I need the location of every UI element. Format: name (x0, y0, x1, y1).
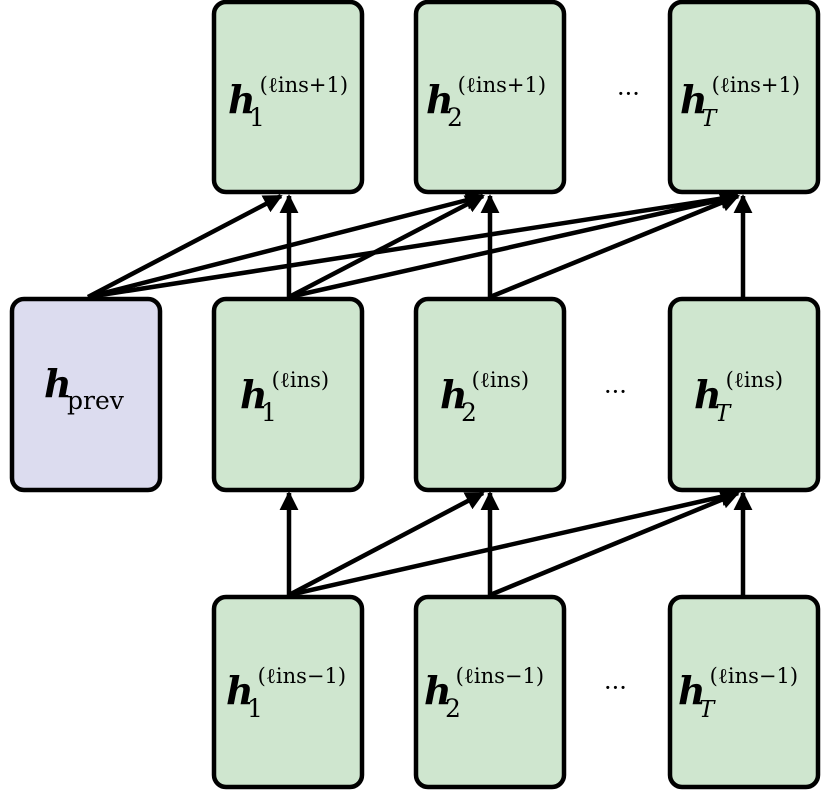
node-bot-2: h (ℓins−1) 2 (413, 594, 567, 790)
ellipsis-bot: ··· (604, 674, 627, 702)
edge-prev-to-topT (87, 189, 740, 300)
node-top-T-sup: (ℓins+1) (712, 73, 800, 97)
node-mid-2-base: h (440, 372, 468, 417)
node-mid-T-base: h (694, 372, 722, 417)
node-mid-2-sup: (ℓins) (472, 368, 529, 392)
edge-bot1-to-mid2 (287, 491, 485, 597)
ellipsis-top: ··· (617, 80, 640, 108)
node-prev-sub: prev (67, 386, 125, 415)
node-bot-T-sub: T (699, 697, 716, 723)
svg-text:h (ℓins+1): h (ℓins+1) (426, 73, 546, 122)
edge-mid1-to-topT (288, 190, 740, 300)
node-mid-T: h (ℓins) T (667, 296, 821, 493)
node-bot-T-sup: (ℓins−1) (710, 664, 798, 688)
edge-bot2-to-midT (489, 490, 740, 598)
edges (86, 189, 753, 598)
node-prev-base: h (44, 361, 72, 406)
node-top-T-base: h (680, 77, 708, 122)
node-bot-1-sub: 1 (247, 694, 263, 723)
node-bot-1-sup: (ℓins−1) (258, 664, 346, 688)
node-mid-T-sup: (ℓins) (726, 368, 783, 392)
node-mid-1-base: h (240, 372, 268, 417)
svg-text:h (ℓins): h (ℓins) (440, 368, 529, 417)
node-mid-2-sub: 2 (461, 398, 477, 427)
node-mid-T-sub: T (715, 401, 732, 427)
svg-text:h (ℓins−1): h (ℓins−1) (424, 664, 544, 713)
svg-text:h (ℓins−1): h (ℓins−1) (678, 664, 798, 713)
node-bot-2-sup: (ℓins−1) (456, 664, 544, 688)
node-mid-1-sub: 1 (261, 398, 277, 427)
edge-mid1-to-top2 (287, 194, 485, 299)
svg-text:h: h (44, 361, 72, 406)
edge-bot1-to-midT (288, 487, 740, 598)
node-mid-1: h (ℓins) 1 (211, 296, 365, 493)
svg-text:h (ℓins+1): h (ℓins+1) (680, 73, 800, 122)
node-top-2-sup: (ℓins+1) (458, 73, 546, 97)
node-top-T: h (ℓins+1) T (667, 0, 821, 195)
ellipsis-mid: ··· (604, 378, 627, 406)
node-bot-T: h (ℓins−1) T (667, 594, 821, 790)
node-top-2-base: h (426, 77, 454, 122)
node-bot-1-base: h (226, 668, 254, 713)
node-bot-2-base: h (424, 668, 452, 713)
node-top-1-sup: (ℓins+1) (260, 73, 348, 97)
node-bot-1: h (ℓins−1) 1 (211, 594, 365, 790)
svg-text:h (ℓins+1): h (ℓins+1) (228, 73, 348, 122)
node-mid-2: h (ℓins) 2 (413, 296, 567, 493)
node-top-T-sub: T (701, 106, 718, 132)
edge-mid2-to-topT (489, 193, 740, 300)
svg-text:h (ℓins): h (ℓins) (240, 368, 329, 417)
node-bot-2-sub: 2 (445, 694, 461, 723)
node-prev: h prev (9, 296, 163, 493)
node-top-1-base: h (228, 77, 256, 122)
node-top-2: h (ℓins+1) 2 (413, 0, 567, 195)
node-top-2-sub: 2 (447, 103, 463, 132)
node-mid-1-sup: (ℓins) (272, 368, 329, 392)
edge-prev-to-top2 (87, 191, 485, 300)
node-top-1: h (ℓins+1) 1 (211, 0, 365, 195)
edge-prev-to-top1 (86, 194, 283, 299)
node-top-1-sub: 1 (249, 103, 265, 132)
node-bot-T-base: h (678, 668, 706, 713)
svg-text:h (ℓins−1): h (ℓins−1) (226, 664, 346, 713)
svg-text:h (ℓins): h (ℓins) (694, 368, 783, 417)
